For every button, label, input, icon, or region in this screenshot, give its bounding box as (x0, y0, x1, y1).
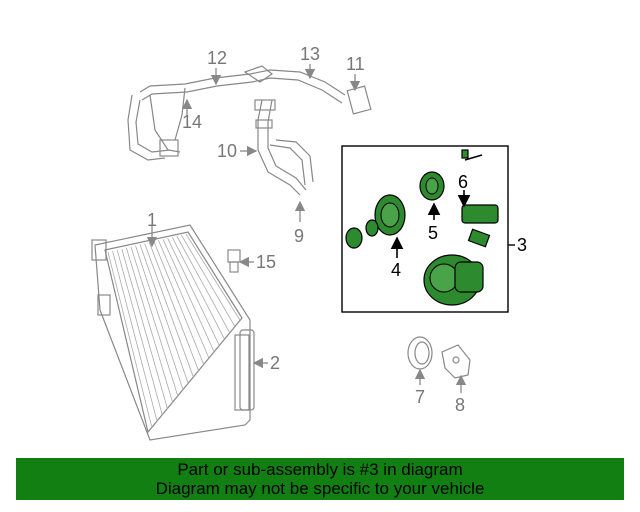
condenser-fin (135, 245, 184, 391)
compressor-assembly-box (341, 145, 509, 313)
callout-7: 7 (415, 387, 425, 407)
condenser-fin (153, 241, 205, 365)
callout-1: 1 (147, 210, 157, 230)
condenser-fin (148, 242, 199, 371)
callout-12: 12 (207, 48, 227, 68)
callout-4: 4 (391, 260, 401, 280)
condenser-fin (167, 238, 220, 346)
condenser-fin (176, 235, 230, 333)
callout-2: 2 (270, 353, 280, 373)
condenser-fin (185, 233, 241, 321)
pressure-switch (227, 249, 241, 273)
compressor-bracket-parts (407, 336, 471, 379)
callout-15: 15 (256, 252, 276, 272)
condenser-fin (107, 251, 153, 429)
condenser (91, 224, 251, 441)
receiver-drier (239, 329, 255, 411)
callout-11: 11 (346, 54, 365, 74)
info-banner: Part or sub-assembly is #3 in diagram Di… (16, 458, 624, 500)
callout-14: 14 (182, 112, 202, 132)
callout-5: 5 (428, 223, 438, 243)
banner-line-2: Diagram may not be specific to your vehi… (155, 479, 485, 498)
callout-6: 6 (458, 172, 468, 192)
discharge-hose (254, 99, 314, 196)
condenser-fin (130, 246, 179, 397)
condenser-fin (112, 250, 158, 422)
callout-10: 10 (217, 141, 237, 161)
refrigerant-lines (127, 65, 372, 161)
condenser-fin (144, 243, 194, 378)
callout-13: 13 (300, 44, 320, 64)
callout-9: 9 (294, 226, 304, 246)
banner-line-1: Part or sub-assembly is #3 in diagram (177, 460, 463, 479)
callout-3: 3 (517, 235, 527, 255)
leader-lines (146, 64, 515, 393)
condenser-fin (139, 244, 189, 384)
condenser-fin (121, 248, 168, 410)
condenser-fin (171, 236, 225, 340)
condenser-fin (181, 234, 236, 327)
callout-8: 8 (455, 395, 465, 415)
condenser-fin (125, 247, 174, 403)
condenser-fin (162, 239, 215, 352)
condenser-fin (158, 240, 210, 359)
condenser-fin (116, 249, 163, 416)
